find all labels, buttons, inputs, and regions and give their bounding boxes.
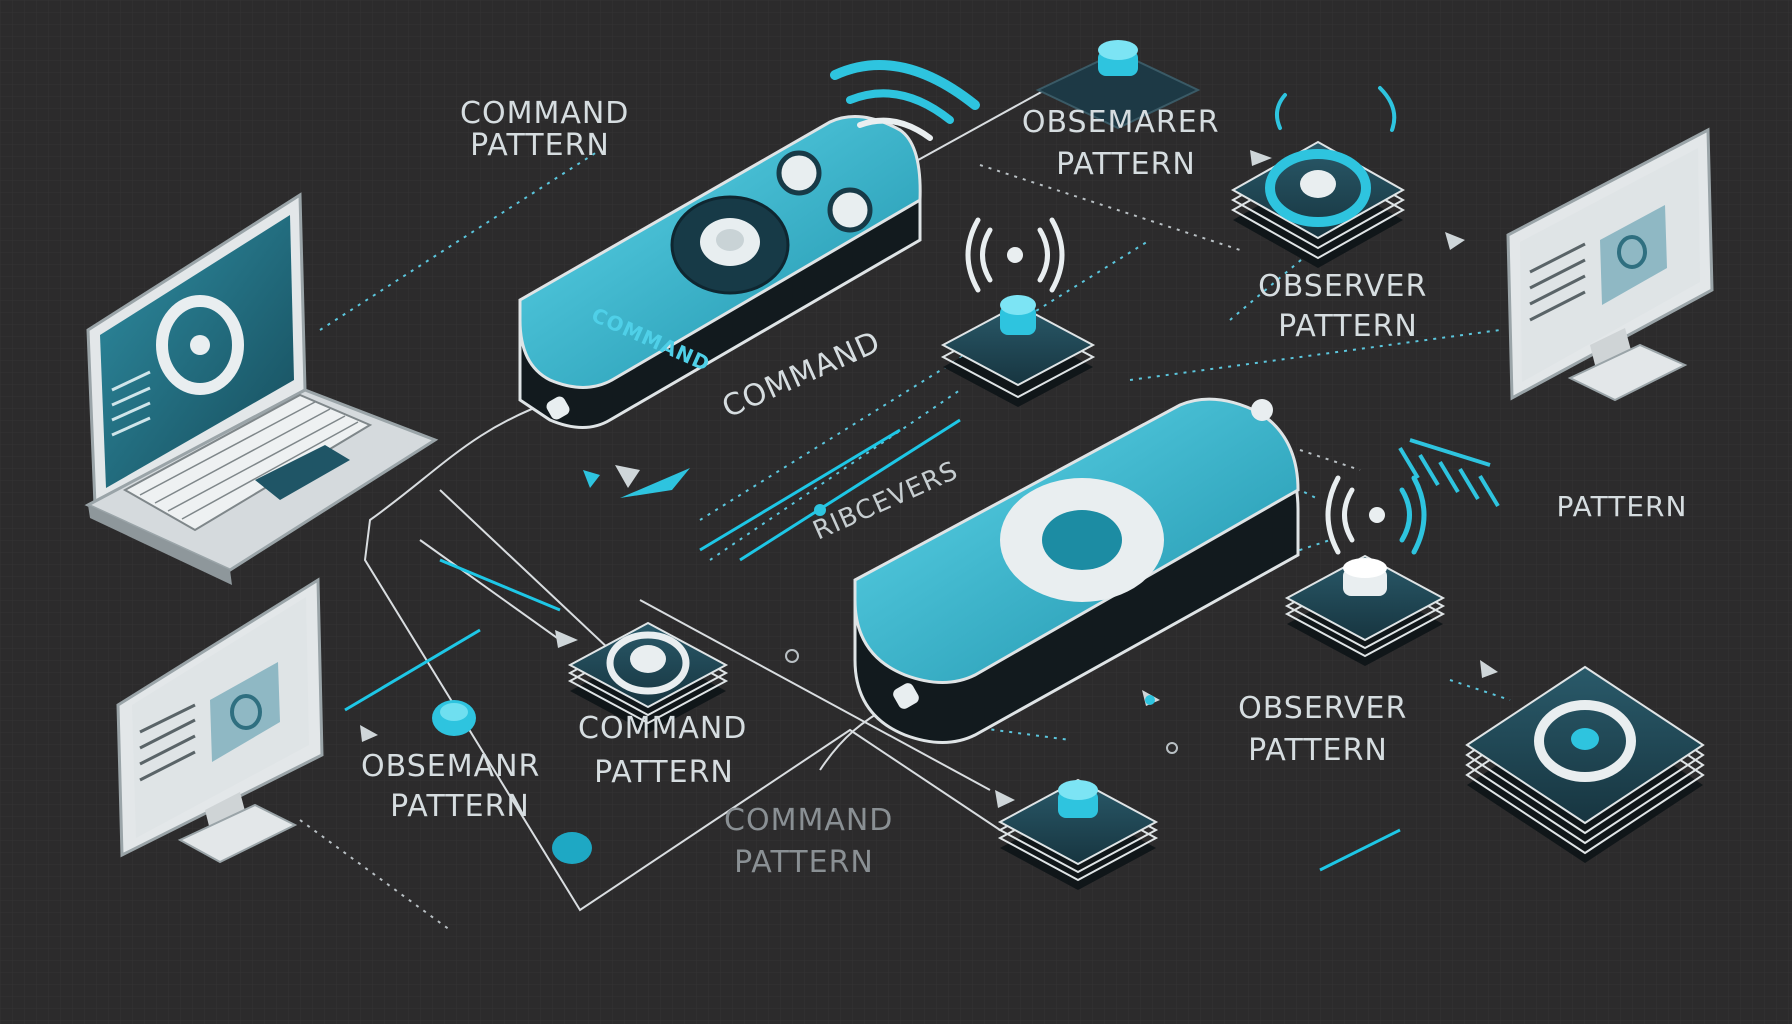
label-pattern-right: PATTERN bbox=[1557, 490, 1688, 523]
